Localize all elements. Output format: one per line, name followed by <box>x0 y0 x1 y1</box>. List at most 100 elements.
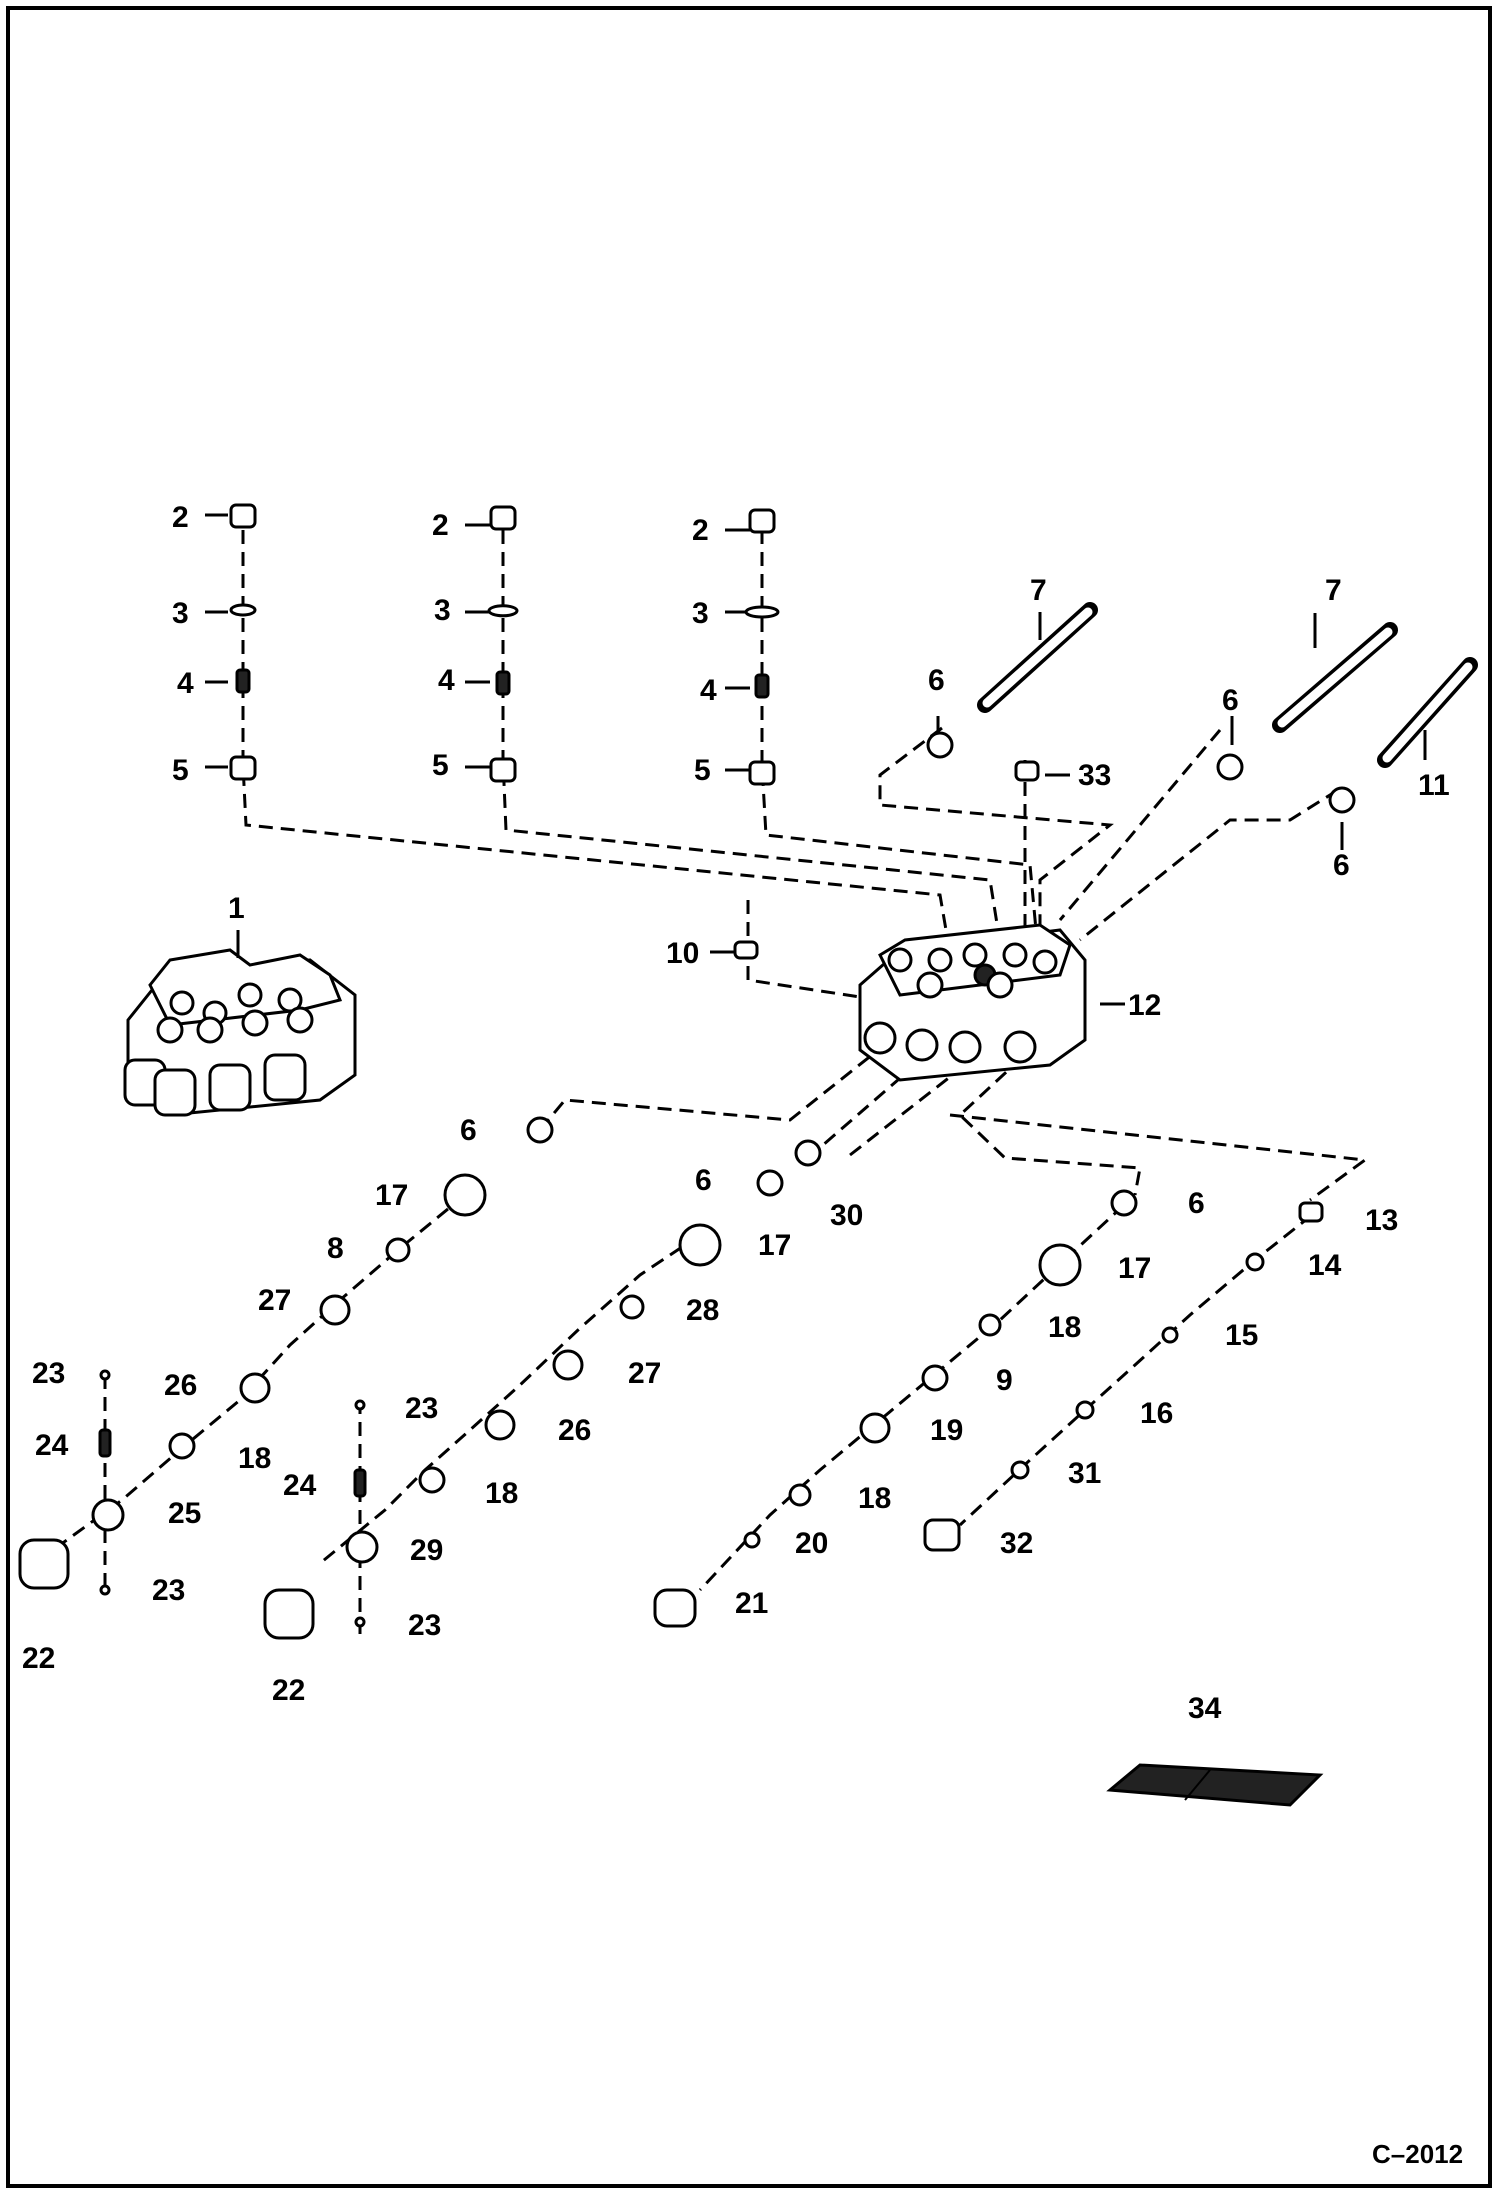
callout-17: 17 <box>758 1229 791 1262</box>
parts <box>123 923 1324 1807</box>
callout-23: 23 <box>152 1574 185 1607</box>
callout-14: 14 <box>1308 1249 1342 1282</box>
callout-25: 25 <box>168 1497 201 1530</box>
ring-part <box>788 1483 812 1507</box>
ring-part <box>859 1412 891 1444</box>
cap-part <box>229 755 257 781</box>
callout-18: 18 <box>485 1477 518 1510</box>
callout-24: 24 <box>35 1429 69 1462</box>
callout-13: 13 <box>1365 1204 1398 1237</box>
callout-20: 20 <box>795 1527 828 1560</box>
callout-5: 5 <box>694 754 711 787</box>
relief-plug-part <box>263 1588 315 1640</box>
callout-11: 11 <box>1418 769 1450 802</box>
callout-31: 31 <box>1068 1457 1101 1490</box>
callout-15: 15 <box>1225 1319 1258 1352</box>
plug-part <box>748 508 776 534</box>
drawing-reference: C–2012 <box>1372 2139 1463 2169</box>
pin-part <box>354 1399 366 1411</box>
callout-6: 6 <box>1188 1187 1205 1220</box>
seal-ring-part <box>926 731 954 759</box>
callout-6: 6 <box>1222 684 1239 717</box>
ring-part <box>1038 1243 1082 1287</box>
plug-part <box>489 505 517 531</box>
callout-32: 32 <box>1000 1527 1033 1560</box>
callout-2: 2 <box>432 509 449 542</box>
callout-10: 10 <box>666 937 699 970</box>
callout-26: 26 <box>558 1414 591 1447</box>
ring-part <box>1075 1400 1095 1420</box>
callout-9: 9 <box>996 1364 1013 1397</box>
callout-21: 21 <box>735 1587 768 1620</box>
plug-part <box>229 503 257 529</box>
leader-lines <box>205 513 1427 1006</box>
callout-23: 23 <box>408 1609 441 1642</box>
callout-23: 23 <box>405 1392 438 1425</box>
relief-plug-part <box>18 1538 70 1590</box>
callout-18: 18 <box>1048 1311 1081 1344</box>
callout-4: 4 <box>438 664 455 697</box>
callout-2: 2 <box>692 514 709 547</box>
cap-part <box>748 760 776 786</box>
ring-part <box>1010 1460 1030 1480</box>
spool-highlight <box>1382 662 1473 763</box>
plug-part <box>1014 760 1040 782</box>
valve-assembly-item-1 <box>123 930 357 1117</box>
seal-ring-part <box>1110 1189 1138 1217</box>
callout-6: 6 <box>928 664 945 697</box>
pin-part <box>99 1584 111 1596</box>
o-ring-part <box>487 604 519 618</box>
o-ring-part <box>229 603 257 617</box>
callout-19: 19 <box>930 1414 963 1447</box>
ring-part <box>484 1409 516 1441</box>
callout-18: 18 <box>238 1442 271 1475</box>
washer-part <box>385 1237 411 1263</box>
callout-23: 23 <box>32 1357 65 1390</box>
callout-3: 3 <box>172 597 189 630</box>
poppet-part <box>91 1498 125 1532</box>
seal-ring-part <box>526 1116 554 1144</box>
callout-27: 27 <box>258 1284 291 1317</box>
valve-body-item-12 <box>858 923 1087 1082</box>
callout-12: 12 <box>1128 989 1161 1022</box>
callout-6: 6 <box>695 1164 712 1197</box>
detent-part <box>235 668 251 694</box>
plug-part <box>733 940 759 960</box>
callout-26: 26 <box>164 1369 197 1402</box>
spring-part <box>353 1468 367 1498</box>
spool-highlight <box>982 607 1093 708</box>
callout-28: 28 <box>686 1294 719 1327</box>
cap-part <box>923 1518 961 1552</box>
pin-part <box>354 1616 366 1628</box>
callout-30: 30 <box>830 1199 863 1232</box>
callout-6: 6 <box>1333 849 1350 882</box>
callout-22: 22 <box>22 1642 55 1675</box>
seal-ring-part <box>756 1169 784 1197</box>
callout-2: 2 <box>172 501 189 534</box>
detent-part <box>754 673 770 699</box>
callout-18: 18 <box>858 1482 891 1515</box>
seal-ring-part <box>794 1139 822 1167</box>
spring-part <box>98 1428 112 1458</box>
ring-part <box>418 1466 446 1494</box>
seal-sleeve-part <box>443 1173 487 1217</box>
ring-part <box>978 1313 1002 1337</box>
spring-part <box>239 1372 271 1404</box>
callout-8: 8 <box>327 1232 344 1265</box>
callout-29: 29 <box>410 1534 443 1567</box>
plug-part <box>1298 1201 1324 1223</box>
poppet-part <box>345 1530 379 1564</box>
callout-5: 5 <box>432 749 449 782</box>
callout-5: 5 <box>172 754 189 787</box>
cap-part <box>489 757 517 783</box>
callout-6: 6 <box>460 1114 477 1147</box>
ring-part <box>743 1531 761 1549</box>
callout-17: 17 <box>1118 1252 1151 1285</box>
callout-1: 1 <box>228 892 245 925</box>
spring-part <box>319 1294 351 1326</box>
o-ring-part <box>744 605 780 619</box>
callout-7: 7 <box>1325 574 1342 607</box>
